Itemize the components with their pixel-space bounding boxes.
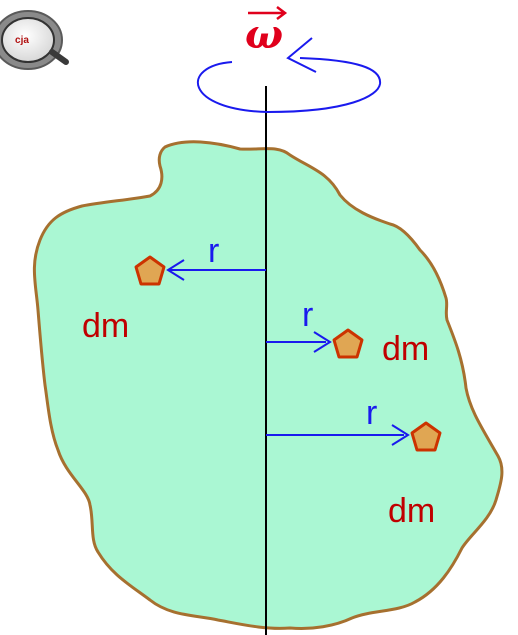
mass-element-3: r dm (266, 394, 442, 530)
mass-label-2: dm (382, 330, 429, 368)
radius-label-3: r (366, 394, 377, 432)
omega-symbol: ω (245, 11, 283, 58)
angular-velocity-label: ω (245, 6, 288, 58)
radius-label-2: r (302, 296, 313, 334)
magnifier-icon: cja (0, 10, 69, 70)
mass-element-2: r dm (266, 296, 429, 368)
logo-text: cja (15, 35, 29, 46)
mass-pentagon-2 (332, 328, 364, 359)
mass-pentagon-1 (134, 255, 166, 286)
radius-label-1: r (208, 232, 219, 270)
mass-element-1: r dm (82, 232, 266, 345)
mass-label-1: dm (82, 307, 129, 345)
rigid-body-shape (32, 140, 504, 630)
mass-pentagon-3 (410, 421, 442, 452)
rotation-loop (196, 37, 382, 114)
mass-label-3: dm (388, 492, 435, 530)
